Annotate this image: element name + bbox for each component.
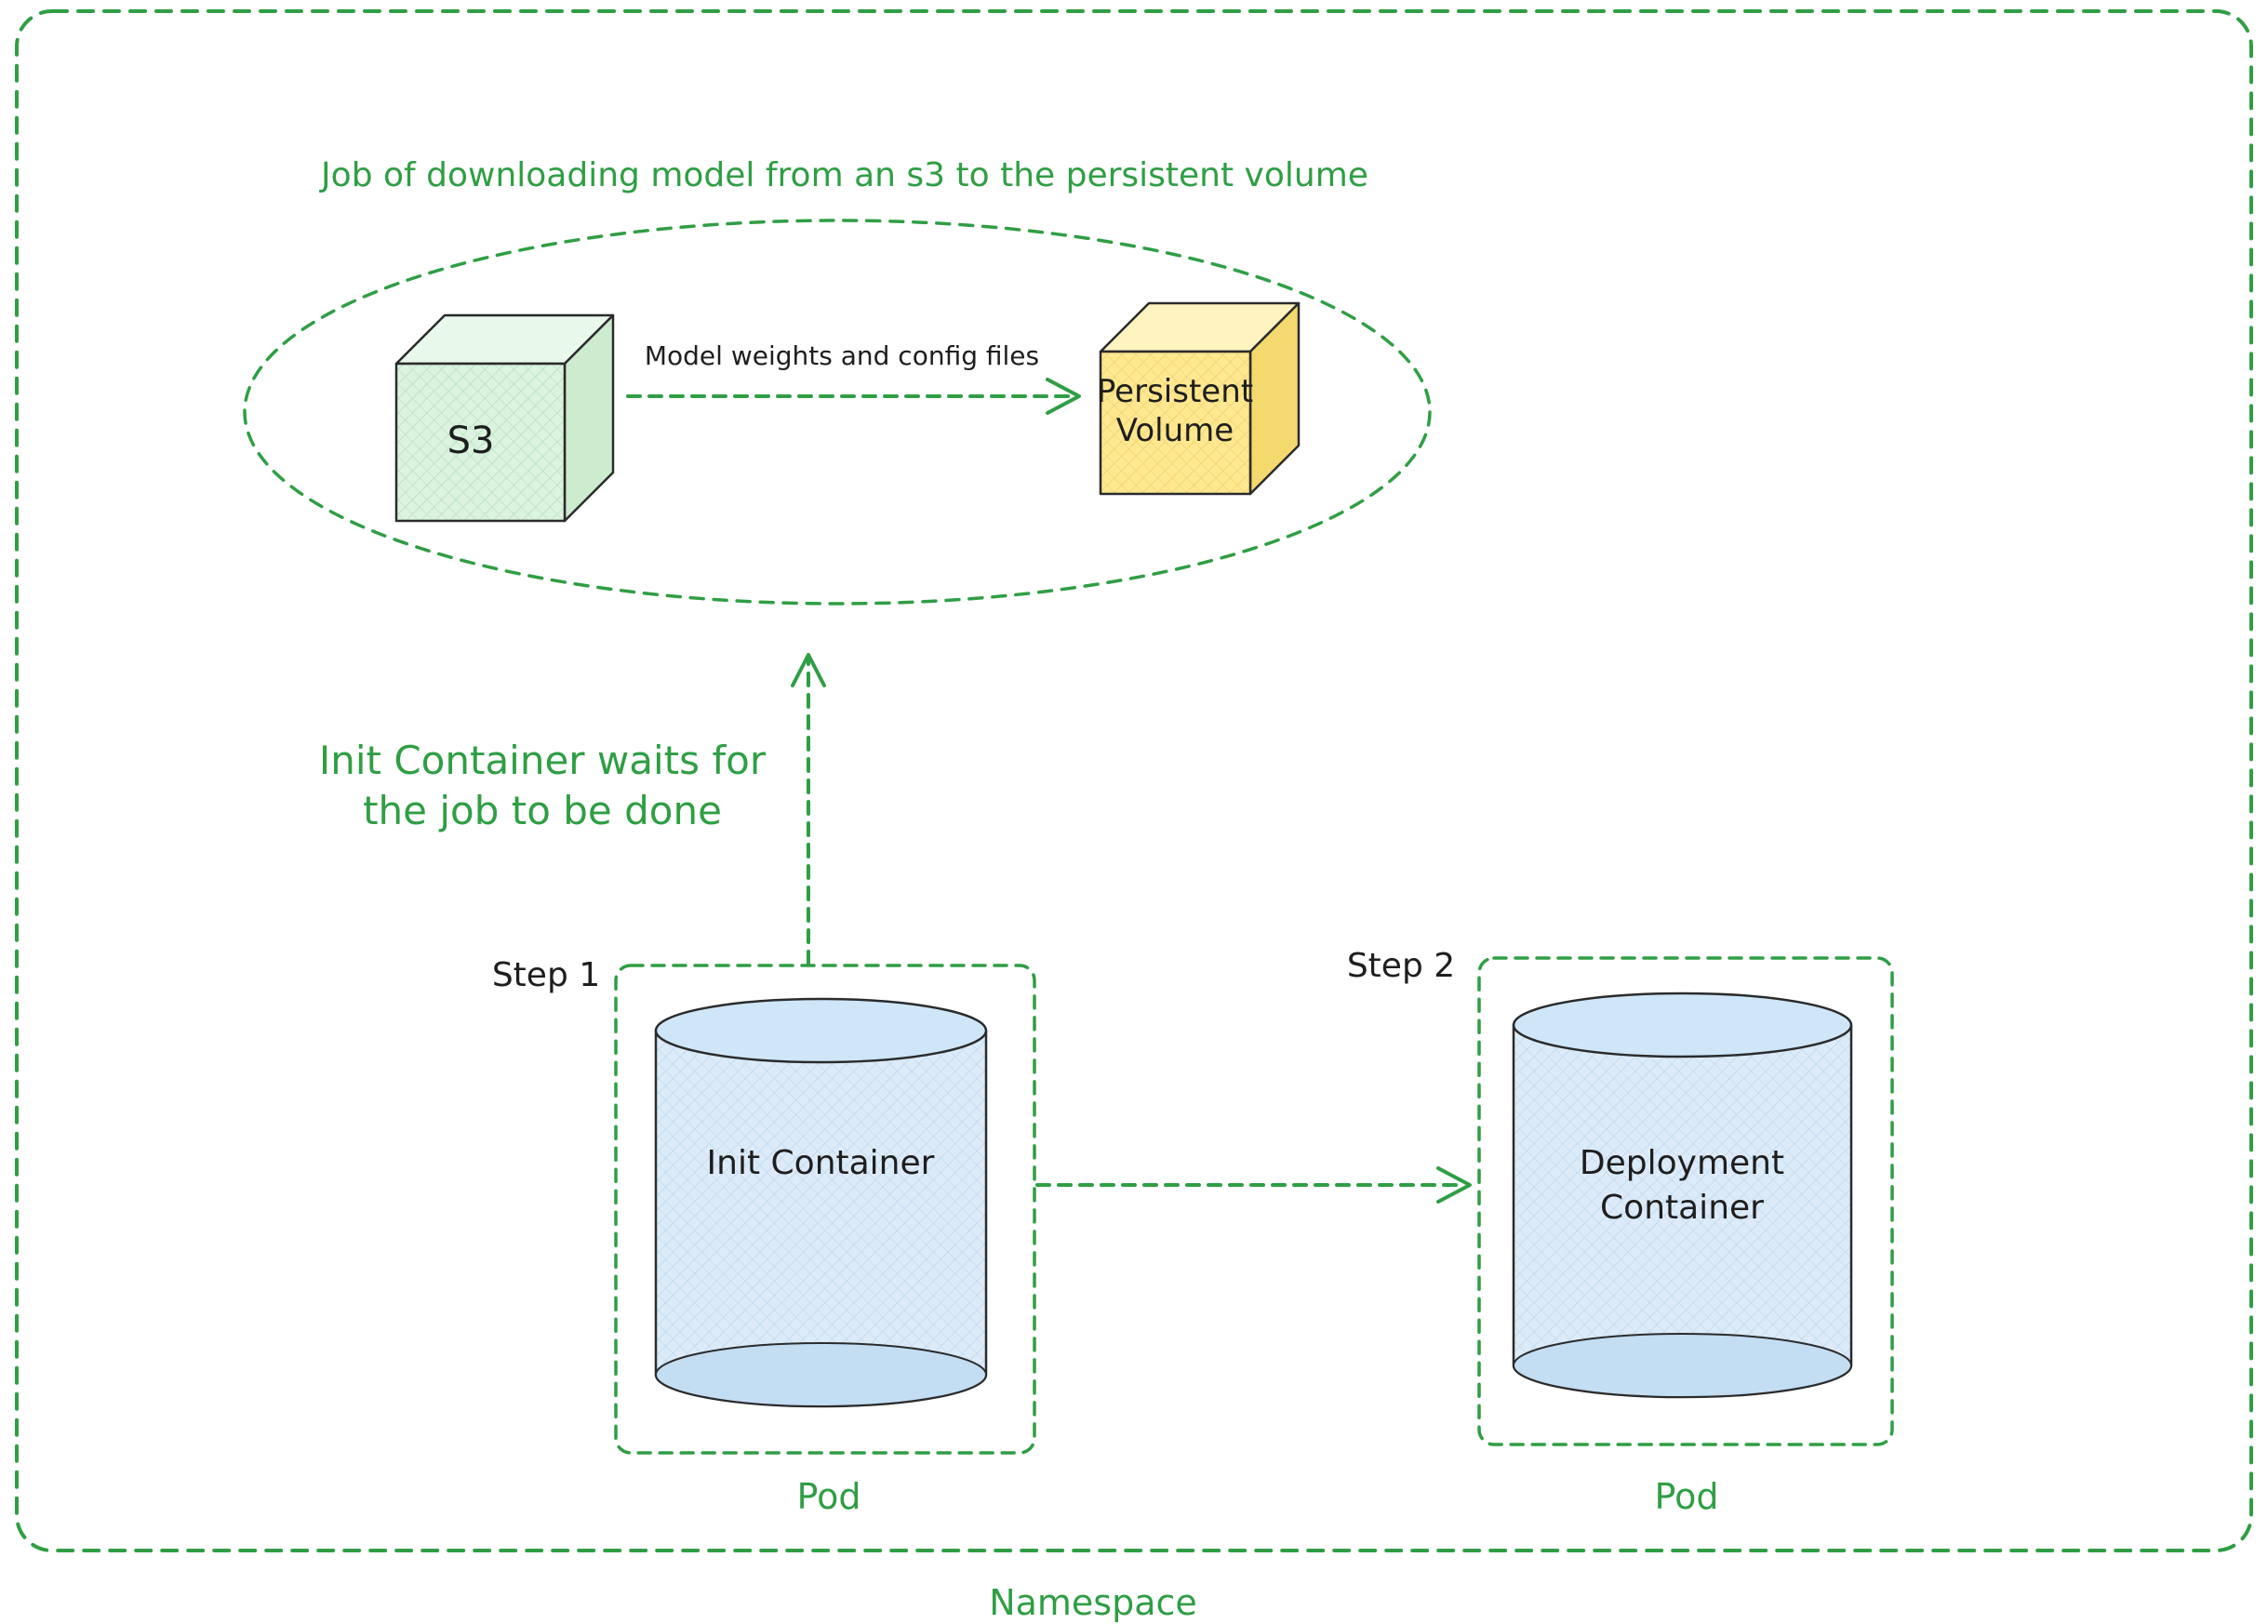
pod1-label: Pod (797, 1476, 861, 1517)
job-ellipse (243, 219, 1432, 606)
s3-cube-front-face (394, 362, 567, 523)
pod-to-pod-arrowhead-icon (1436, 1166, 1472, 1204)
pod2-label: Pod (1655, 1476, 1719, 1517)
wait-arrowhead-icon (791, 653, 826, 687)
init-container-cylinder-bottom (655, 1342, 987, 1407)
s3-cube: S3 (394, 313, 615, 523)
deployment-container-label-line2: Container (1600, 1189, 1764, 1227)
deployment-container-label-line1: Deployment (1580, 1144, 1784, 1182)
model-files-arrow-label: Model weights and config files (645, 340, 1039, 371)
step1-label: Step 1 (492, 956, 600, 994)
pv-label-line1: Persistent (1097, 373, 1253, 410)
pv-cube-front-face (1099, 350, 1252, 496)
deployment-container-cylinder: Deployment Container (1512, 992, 1853, 1399)
init-container-cylinder: Init Container (654, 997, 988, 1408)
pod1-boundary (614, 964, 1036, 1455)
s3-label: S3 (447, 419, 495, 462)
namespace-label: Namespace (989, 1582, 1197, 1623)
wait-note-line2: the job to be done (363, 788, 722, 833)
step2-label: Step 2 (1347, 947, 1455, 985)
deployment-container-cylinder-bottom (1513, 1333, 1852, 1398)
job-title: Job of downloading model from an s3 to t… (319, 156, 1368, 194)
init-container-cylinder-top (654, 997, 988, 1064)
namespace-boundary (15, 9, 2253, 1552)
deployment-container-cylinder-top (1512, 992, 1853, 1058)
model-files-arrowhead-icon (1046, 378, 1081, 415)
persistent-volume-cube: Persistent Volume (1097, 301, 1301, 496)
init-container-label: Init Container (707, 1144, 935, 1182)
wait-note-line1: Init Container waits for (319, 738, 767, 783)
pv-label-line2: Volume (1116, 412, 1234, 449)
pod2-boundary (1477, 956, 1894, 1446)
